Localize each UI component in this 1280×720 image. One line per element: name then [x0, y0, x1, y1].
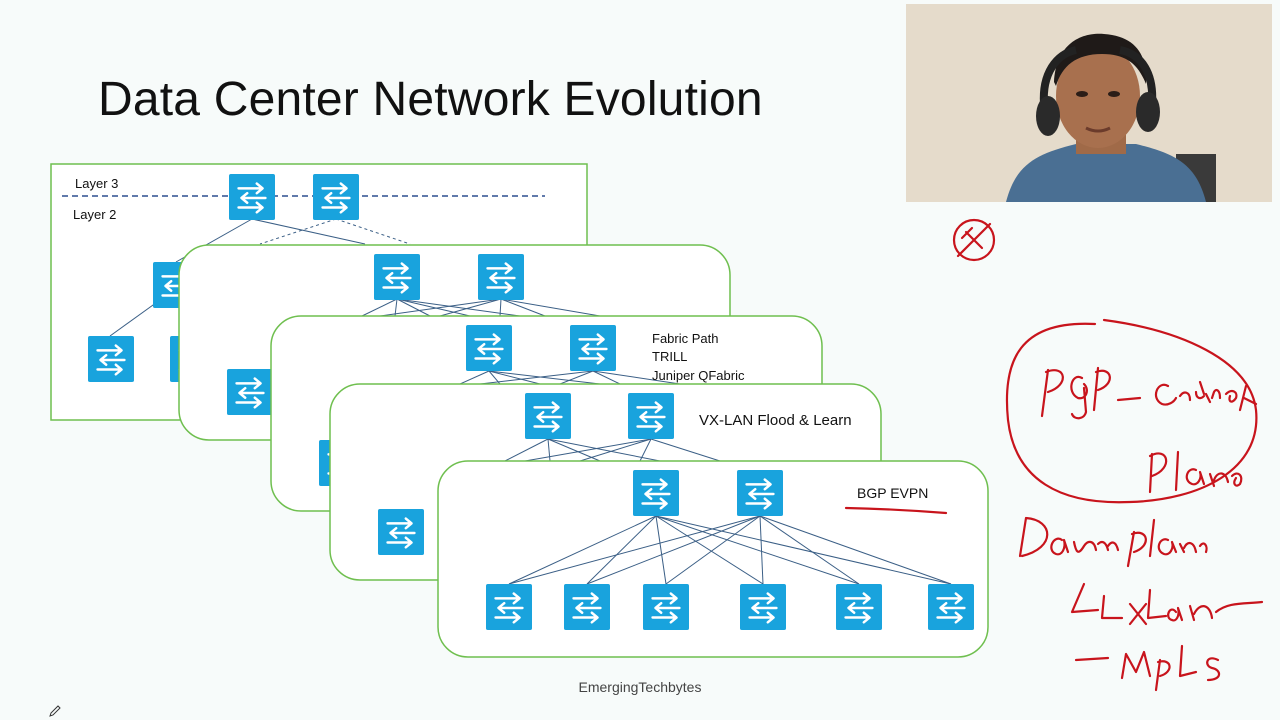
- switch-icon: [570, 325, 616, 371]
- spine-switch-icon: [633, 470, 679, 516]
- layer2-label: Layer 2: [73, 207, 116, 222]
- handwritten-annotations: [844, 218, 1264, 692]
- layer3-label: Layer 3: [75, 176, 118, 191]
- handwriting-vxlan: [1070, 582, 1264, 626]
- presenter-video: [906, 4, 1272, 202]
- switch-icon: [628, 393, 674, 439]
- slide-title: Data Center Network Evolution: [98, 73, 763, 126]
- switch-icon: [229, 174, 275, 220]
- spine-switch-icon: [737, 470, 783, 516]
- leaf-switch-icon: [564, 584, 610, 630]
- switch-icon: [525, 393, 571, 439]
- switch-icon: [88, 336, 134, 382]
- leaf-switch-icon: [740, 584, 786, 630]
- control-plane-circle: [1005, 318, 1258, 504]
- leaf-switch-icon: [928, 584, 974, 630]
- pencil-cursor-icon: [49, 705, 61, 717]
- footer-brand: EmergingTechbytes: [578, 679, 702, 695]
- vxlan-flood-learn-label: VX-LAN Flood & Learn: [699, 412, 852, 429]
- bgp-evpn-underline: [844, 506, 948, 515]
- presenter-webcam: [906, 4, 1272, 202]
- panel-bgp-evpn: BGP EVPN: [437, 460, 989, 658]
- handwriting-data-plane: [1018, 516, 1208, 568]
- leaf-switch-icon: [836, 584, 882, 630]
- switch-icon: [466, 325, 512, 371]
- pen-tool-icon: [952, 218, 996, 262]
- fabric-path-label: Fabric Path: [652, 331, 718, 346]
- switch-icon: [313, 174, 359, 220]
- handwriting-control-plane: [1040, 366, 1258, 494]
- bgp-evpn-label: BGP EVPN: [857, 485, 928, 501]
- trill-label: TRILL: [652, 349, 687, 364]
- spine-leaf-links: [508, 515, 952, 585]
- juniper-qfabric-label: Juniper QFabric: [652, 368, 745, 383]
- switch-icon: [374, 254, 420, 300]
- switch-icon: [478, 254, 524, 300]
- switch-icon: [227, 369, 273, 415]
- leaf-switch-icon: [643, 584, 689, 630]
- leaf-switch-icon: [486, 584, 532, 630]
- handwriting-mpls: [1074, 644, 1221, 692]
- switch-icon: [378, 509, 424, 555]
